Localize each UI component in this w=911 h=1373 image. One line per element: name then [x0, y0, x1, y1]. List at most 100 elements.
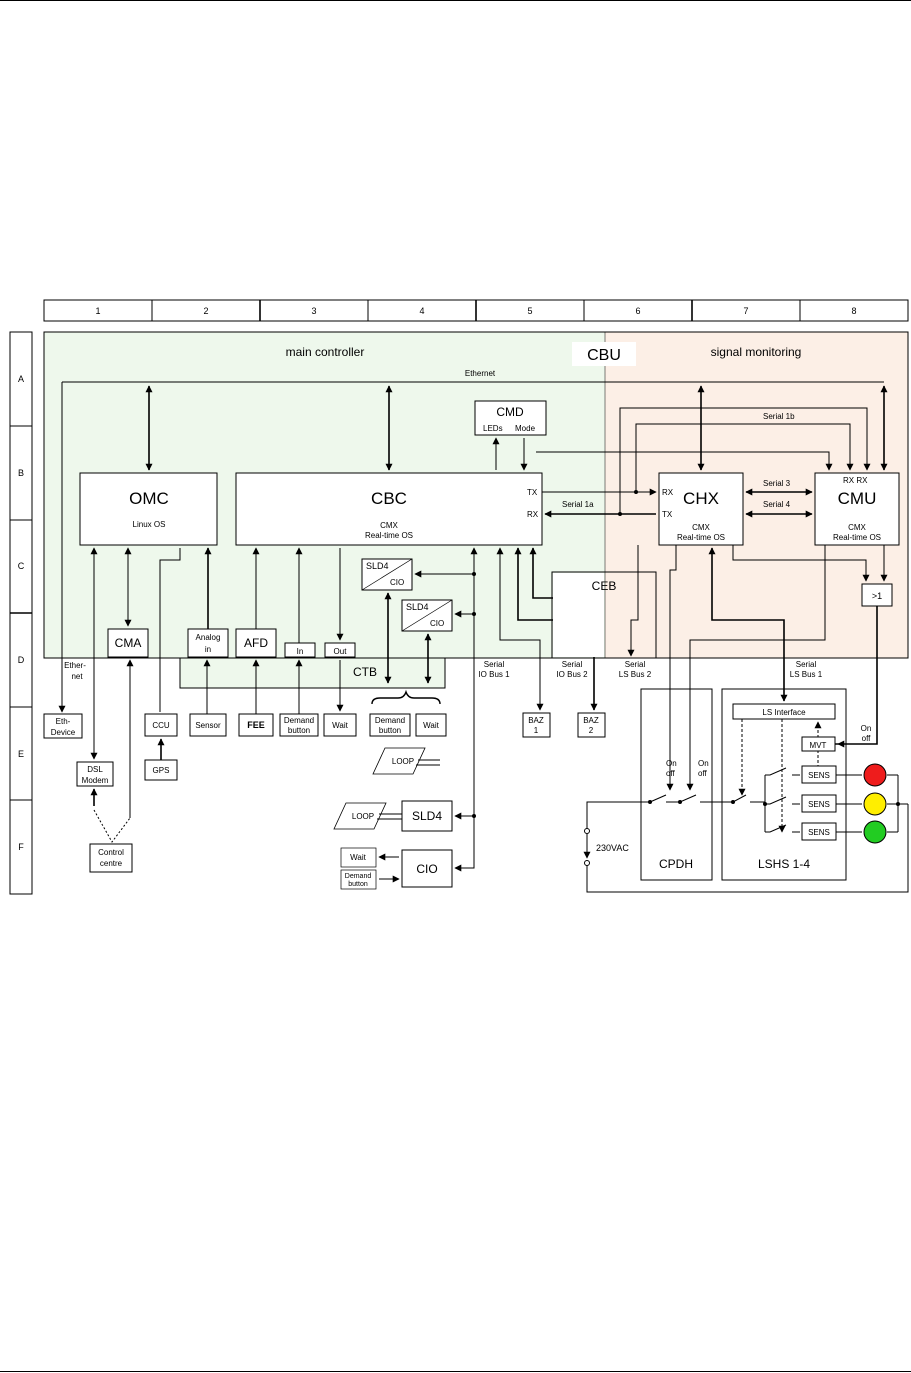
sens-block-3: [801, 822, 837, 841]
cbc-cmx-label: CMX: [380, 521, 398, 530]
omc-os-label: Linux OS: [133, 520, 166, 529]
power-path: [586, 767, 909, 893]
cmu-label: CMU: [838, 489, 877, 508]
switch-contact: [731, 800, 735, 804]
gps-label: GPS: [153, 766, 170, 775]
ethernet-bus: [58, 381, 888, 713]
chx-block: [658, 472, 744, 546]
baz1-box: [522, 712, 551, 738]
baz2-box: [577, 712, 606, 738]
serial-io-bus-1-label-1: Serial: [484, 660, 505, 669]
demand-button-label-2: button: [288, 726, 310, 735]
junction-dot: [618, 512, 622, 516]
row-header: A B C D E F: [9, 331, 33, 895]
ceb-label: CEB: [592, 579, 617, 593]
bus-to-cio: [454, 840, 475, 872]
cbu-label-box: [572, 342, 636, 366]
sens-1-label: SENS: [808, 771, 830, 780]
svg-text:LOOP: LOOP: [392, 757, 414, 766]
baz2-label-1: BAZ: [583, 716, 599, 725]
column-7: 7: [743, 306, 748, 316]
sensor-box: [189, 713, 227, 737]
ctb-zone: [179, 657, 446, 689]
wait-box-2: [415, 713, 447, 737]
cmu-os-label: Real-time OS: [833, 533, 881, 542]
cpdh-label: CPDH: [659, 857, 693, 871]
wait-box-3: [340, 847, 377, 868]
onoff-2-label-2: off: [698, 769, 708, 778]
cma-label: CMA: [115, 636, 142, 650]
column-1: 1: [95, 306, 100, 316]
sld4-block: [401, 800, 453, 832]
onoff-1-label-2: off: [666, 769, 676, 778]
switch-contact: [763, 802, 767, 806]
wait-2-label: Wait: [423, 721, 439, 730]
eth-device-label-2: Device: [51, 728, 76, 737]
footer-rule: [0, 1371, 911, 1372]
sld4-cio-block-2: SLD4 CIO: [401, 599, 453, 632]
analog-in-block: [187, 628, 229, 658]
sens-2-label: SENS: [808, 800, 830, 809]
afd-block: [235, 628, 277, 658]
switch-contact: [648, 800, 652, 804]
red-lamp: [863, 763, 887, 787]
row-d: D: [18, 655, 25, 665]
mains-terminal-bottom: [584, 860, 590, 866]
serial-3-label: Serial 3: [763, 479, 791, 488]
lshs-label: LSHS 1-4: [758, 857, 810, 871]
ccu-label: CCU: [152, 721, 170, 730]
chx-tx-port: TX: [662, 510, 673, 519]
svg-text:LOOP: LOOP: [352, 812, 374, 821]
mvt-onoff-label-2: off: [862, 734, 872, 743]
cbc-os-label: Real-time OS: [365, 531, 413, 540]
main-controller-title: main controller: [286, 345, 365, 359]
baz1-label-2: 1: [534, 726, 539, 735]
baz1-label-1: BAZ: [528, 716, 544, 725]
demand-button-3-label-1: Demand: [345, 873, 372, 880]
ccu-box: [144, 713, 178, 737]
sens-block-1: [801, 765, 837, 784]
eth-device-label-1: Eth-: [56, 717, 71, 726]
ceb-block: [551, 571, 657, 659]
demand-button-box: [279, 713, 319, 737]
row-a: A: [18, 374, 24, 384]
column-6: 6: [635, 306, 640, 316]
sens-3-label: SENS: [808, 828, 830, 837]
cio-block: [401, 849, 453, 888]
cmd-label: CMD: [496, 405, 524, 419]
demand-button-box-2: [369, 713, 411, 737]
cma-block: [107, 628, 149, 658]
signal-monitoring-title: signal monitoring: [711, 345, 802, 359]
loop-symbol-2: LOOP: [333, 802, 402, 830]
serial-io-bus-2-label-2: IO Bus 2: [556, 670, 588, 679]
cmd-mode-label: Mode: [515, 424, 536, 433]
cpdh-block: [640, 688, 713, 881]
control-centre-label-1: Control: [98, 848, 124, 857]
cbc-label: CBC: [371, 489, 407, 508]
column-2: 2: [203, 306, 208, 316]
analog-in-label-2: in: [205, 645, 211, 654]
sld4-cio-block-1: SLD4 CIO: [361, 558, 413, 591]
serial-ls-bus-2-label-1: Serial: [625, 660, 646, 669]
serial-4-label: Serial 4: [763, 500, 791, 509]
row-f: F: [18, 842, 24, 852]
row-b: B: [18, 468, 24, 478]
svg-text:SLD4: SLD4: [366, 561, 389, 571]
sld4-label: SLD4: [412, 809, 442, 823]
eth-device-box: [43, 713, 83, 739]
fee-box: [238, 713, 274, 737]
column-header: 1 2 3 4 5 6 7 8: [43, 299, 909, 322]
column-8: 8: [851, 306, 856, 316]
ls-interface-label: LS Interface: [762, 708, 806, 717]
chx-os-label: Real-time OS: [677, 533, 725, 542]
cio-label: CIO: [416, 862, 437, 876]
serial-ls-bus-1-line: [708, 547, 788, 702]
mvt-block: [801, 736, 836, 752]
fee-label: FEE: [247, 720, 265, 730]
cmu-rx-ports: RX RX: [843, 476, 868, 485]
cmu-cmx-label: CMX: [848, 523, 866, 532]
serial-ls-bus-1-label-2: LS Bus 1: [790, 670, 823, 679]
svg-text:CIO: CIO: [390, 578, 404, 587]
gps-box: [144, 759, 178, 781]
onoff-1-label-1: On: [666, 759, 677, 768]
